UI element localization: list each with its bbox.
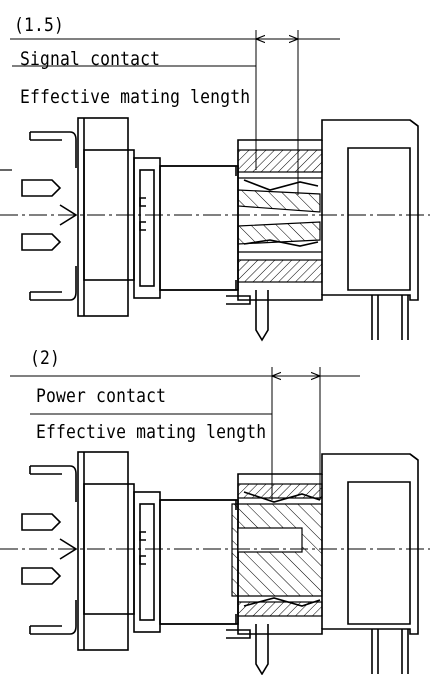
housing-hatch-upper <box>237 149 323 173</box>
signal-mating-length-label: Effective mating length <box>20 86 251 108</box>
power-mating-length-label: Effective mating length <box>36 421 267 443</box>
signal-spring-upper <box>243 179 319 191</box>
power-contact-diagram <box>0 367 430 675</box>
power-dimension-label: (2) <box>30 347 61 369</box>
power-spring-lower <box>243 597 321 607</box>
signal-dimension-label: (1.5) <box>14 14 65 36</box>
connector-body-bottom <box>21 451 419 675</box>
power-spring-upper <box>243 491 321 503</box>
signal-spring-lower <box>243 239 319 247</box>
connector-body-top <box>21 117 419 341</box>
signal-contact-label: Signal contact <box>20 48 161 70</box>
power-contact-label: Power contact <box>36 385 167 407</box>
signal-contact-diagram <box>0 30 430 341</box>
housing-hatch-lower <box>237 259 323 283</box>
